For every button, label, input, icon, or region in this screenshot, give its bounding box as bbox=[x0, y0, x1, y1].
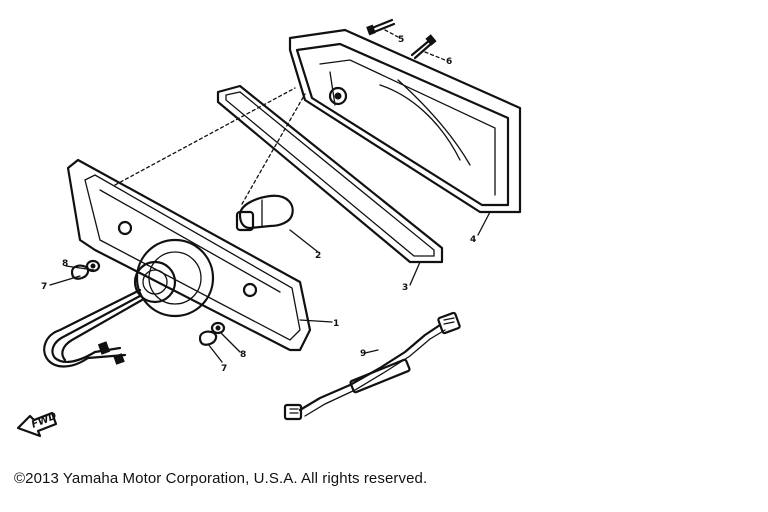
wiring-harness bbox=[43, 288, 144, 368]
base-plate bbox=[66, 158, 312, 352]
callout-5: 5 bbox=[398, 35, 404, 45]
callout-6: 6 bbox=[446, 57, 452, 67]
callout-4: 4 bbox=[470, 235, 476, 245]
forward-arrow-icon: FWD bbox=[16, 411, 58, 438]
callout-7-middle: 7 bbox=[221, 364, 227, 374]
callout-9: 9 bbox=[360, 349, 366, 359]
screw-5 bbox=[366, 18, 396, 36]
copyright-notice: ©2013 Yamaha Motor Corporation, U.S.A. A… bbox=[14, 470, 428, 487]
callout-8-left: 8 bbox=[62, 259, 68, 269]
lamp-lens-housing bbox=[288, 28, 522, 214]
callout-1: 1 bbox=[333, 319, 339, 329]
callout-2: 2 bbox=[315, 251, 321, 261]
callout-8-middle: 8 bbox=[240, 350, 246, 360]
callout-7-left: 7 bbox=[41, 282, 47, 292]
hardware-middle bbox=[198, 321, 226, 346]
hardware-left bbox=[70, 259, 101, 280]
callouts: 1 2 3 4 5 6 7 7 8 8 9 bbox=[41, 35, 476, 374]
leader-lines bbox=[49, 29, 491, 363]
callout-3: 3 bbox=[402, 283, 408, 293]
cable-assembly bbox=[283, 311, 461, 421]
screw-6 bbox=[410, 34, 437, 60]
bulb bbox=[235, 194, 294, 232]
gasket bbox=[216, 84, 444, 264]
